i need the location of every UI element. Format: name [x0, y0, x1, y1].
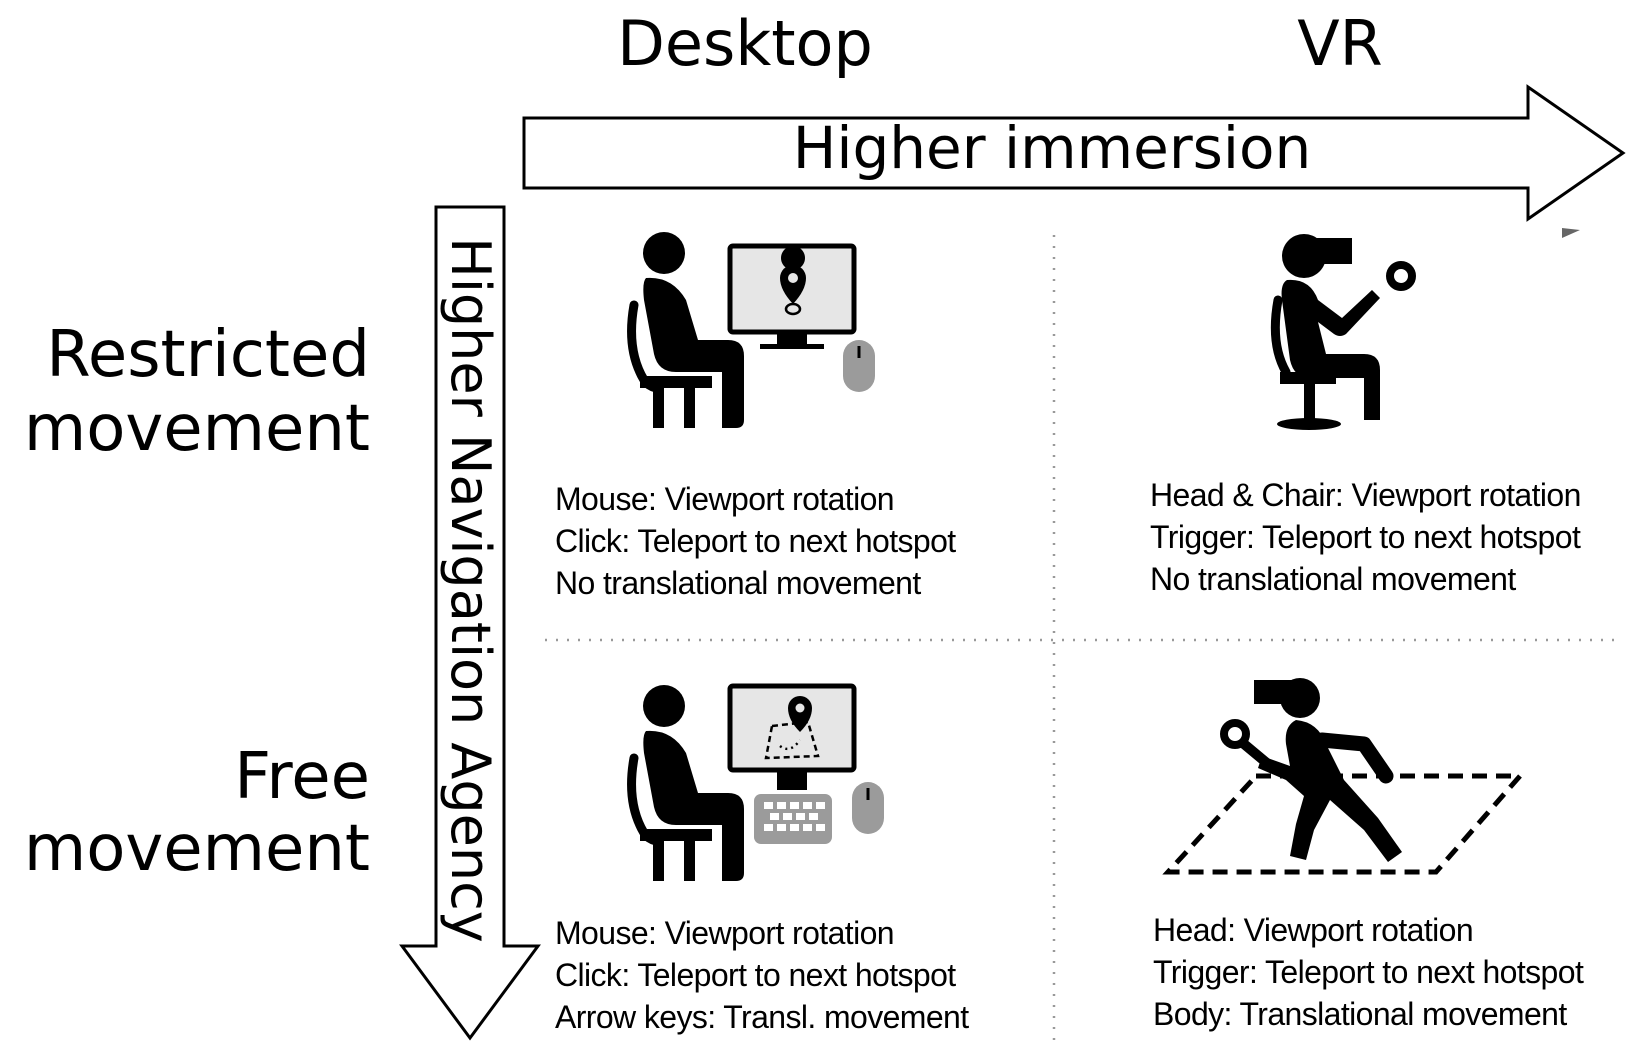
desktop-seated-user-icon: [627, 232, 875, 428]
higher-navigation-agency-arrow: [399, 205, 541, 1041]
caption-line: Head & Chair: Viewport rotation: [1150, 477, 1581, 513]
caption-line: Arrow keys: Transl. movement: [555, 999, 969, 1035]
keyboard-icon: [754, 794, 832, 844]
desktop-keyboard-user-icon: [627, 683, 884, 881]
caption-line: Body: Translational movement: [1153, 996, 1567, 1032]
location-pin-icon: [780, 246, 806, 316]
column-label-desktop: Desktop: [617, 7, 873, 80]
higher-immersion-label: Higher immersion: [793, 114, 1312, 182]
row-label-free-line2: movement: [24, 812, 370, 886]
caption-desktop-restricted: Mouse: Viewport rotation Click: Teleport…: [555, 481, 957, 601]
caption-line: No translational movement: [1150, 561, 1516, 597]
vr-seated-user-icon: [1270, 234, 1416, 430]
corner-mark: [1562, 228, 1580, 238]
caption-line: Trigger: Teleport to next hotspot: [1153, 954, 1584, 990]
play-area-outline: [1162, 773, 1526, 875]
caption-line: Mouse: Viewport rotation: [555, 481, 894, 517]
vr-controller-icon: [1220, 719, 1250, 749]
row-label-restricted-line2: movement: [24, 392, 370, 466]
higher-navigation-agency-label: Higher Navigation Agency: [439, 237, 502, 942]
row-label-restricted-line1: Restricted: [46, 318, 370, 392]
caption-line: No translational movement: [555, 565, 921, 601]
caption-vr-free: Head: Viewport rotation Trigger: Telepor…: [1153, 912, 1585, 1032]
higher-immersion-arrow: [522, 84, 1626, 222]
vr-walking-user-icon: [1162, 678, 1526, 875]
caption-line: Click: Teleport to next hotspot: [555, 957, 956, 993]
caption-line: Head: Viewport rotation: [1153, 912, 1473, 948]
caption-line: Click: Teleport to next hotspot: [555, 523, 956, 559]
vr-controller-icon: [1386, 261, 1416, 291]
mouse-icon: [843, 340, 875, 392]
column-label-vr: VR: [1297, 7, 1383, 80]
caption-desktop-free: Mouse: Viewport rotation Click: Teleport…: [555, 915, 970, 1035]
caption-line: Mouse: Viewport rotation: [555, 915, 894, 951]
mouse-icon: [852, 782, 884, 834]
caption-line: Trigger: Teleport to next hotspot: [1150, 519, 1581, 555]
caption-vr-restricted: Head & Chair: Viewport rotation Trigger:…: [1150, 477, 1582, 597]
row-label-free-line1: Free: [234, 740, 370, 814]
